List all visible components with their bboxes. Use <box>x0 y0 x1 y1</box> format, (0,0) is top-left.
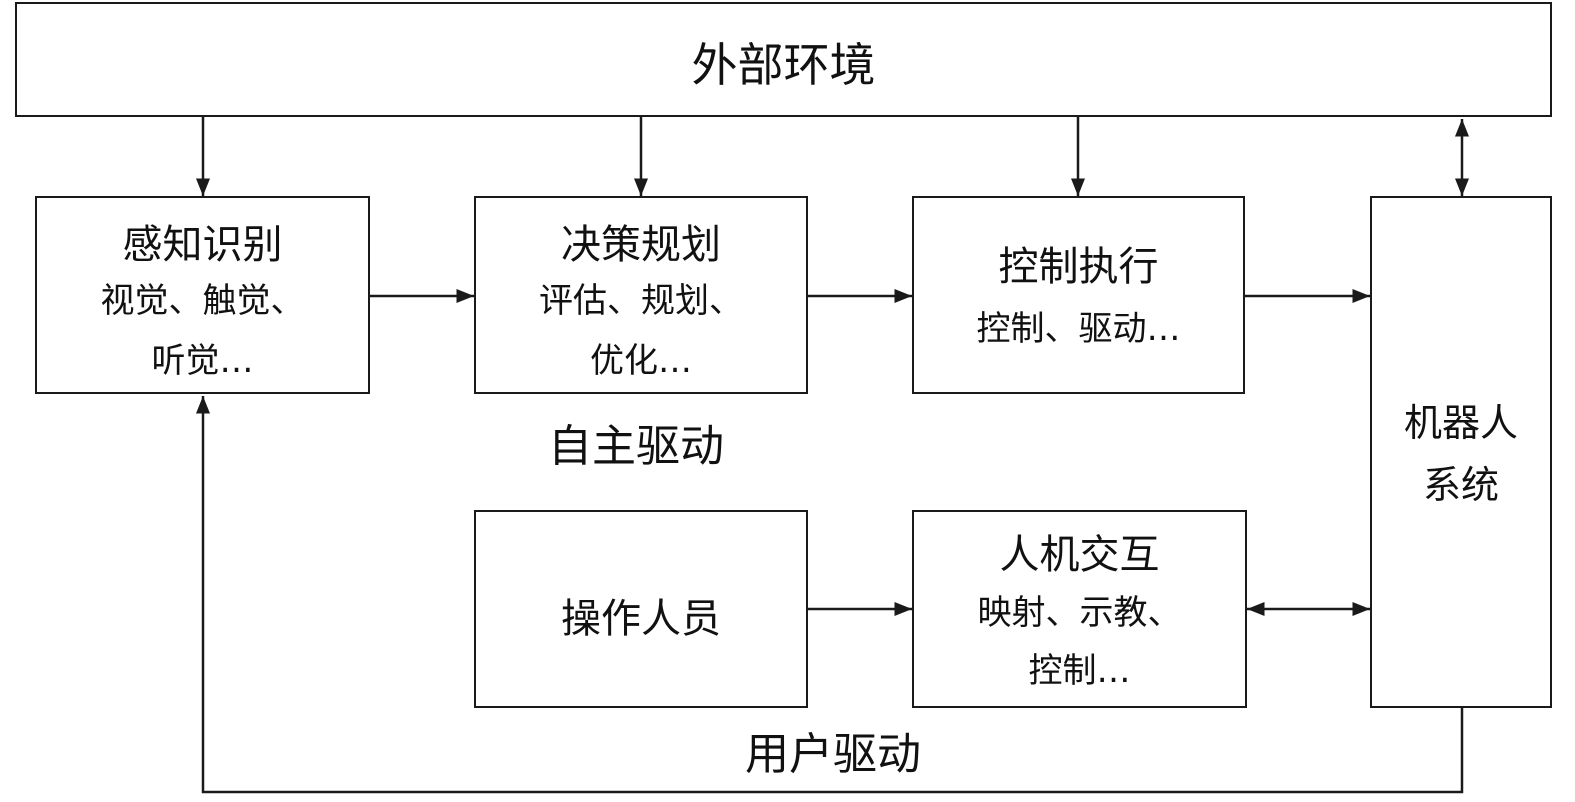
perception-line1: 视觉、触觉、 <box>100 281 305 321</box>
planning-title: 决策规划 <box>561 222 721 268</box>
perception-box: 感知识别 视觉、触觉、 听觉… <box>35 196 370 394</box>
planning-line2: 优化… <box>590 341 692 381</box>
user-drive-label: 用户驱动 <box>745 729 921 780</box>
hri-line2: 控制… <box>1028 651 1131 691</box>
planning-box: 决策规划 评估、规划、 优化… <box>474 196 808 394</box>
robot-line2: 系统 <box>1422 463 1499 507</box>
hri-title: 人机交互 <box>999 532 1160 578</box>
operator-box: 操作人员 <box>474 510 808 708</box>
perception-title: 感知识别 <box>122 222 283 268</box>
hri-line1: 映射、示教、 <box>977 593 1182 633</box>
planning-line1: 评估、规划、 <box>539 281 743 321</box>
control-title: 控制执行 <box>998 244 1159 290</box>
operator-title: 操作人员 <box>561 596 721 642</box>
autonomous-drive-label: 自主驱动 <box>548 421 724 472</box>
environment-box: 外部环境 <box>15 2 1552 117</box>
hri-box: 人机交互 映射、示教、 控制… <box>912 510 1247 708</box>
environment-title: 外部环境 <box>691 38 876 92</box>
control-box: 控制执行 控制、驱动… <box>912 196 1245 394</box>
robot-line1: 机器人 <box>1403 401 1518 445</box>
robot-system-box: 机器人 系统 <box>1370 196 1552 708</box>
control-line1: 控制、驱动… <box>976 309 1181 349</box>
perception-line2: 听觉… <box>151 341 254 381</box>
feedback-loop-arrow <box>196 396 1464 794</box>
